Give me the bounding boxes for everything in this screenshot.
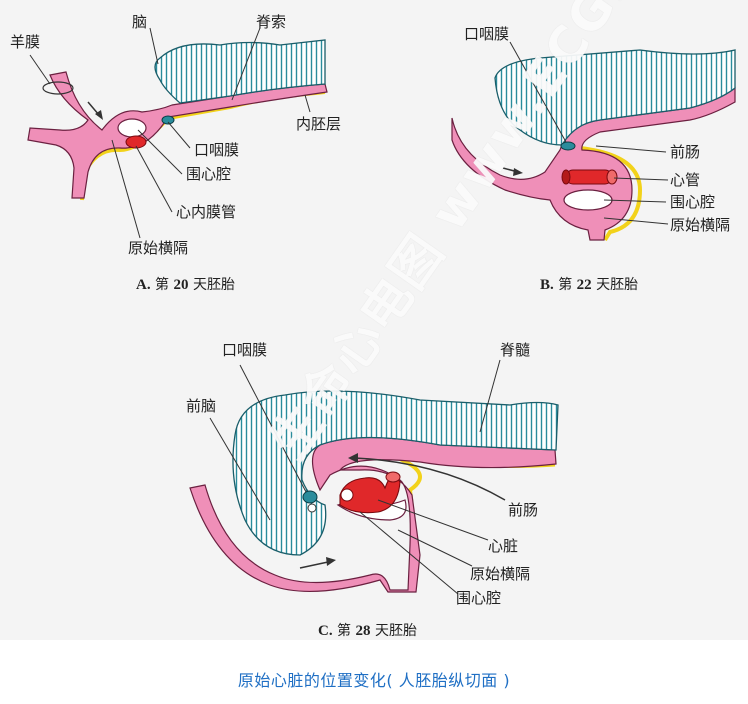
caption-a-post: 天胚胎 bbox=[192, 277, 235, 293]
label-septum-transversum-a: 原始横隔 bbox=[128, 239, 189, 257]
endocardial-tube bbox=[125, 135, 147, 149]
caption-a-letter: A. bbox=[136, 277, 151, 293]
amnion-ring bbox=[42, 81, 74, 95]
label-septum-transversum-c: 原始横隔 bbox=[470, 565, 531, 583]
forebrain-spinal-tube bbox=[232, 390, 559, 556]
oropharyngeal-membrane bbox=[302, 490, 318, 504]
caption-b: B. 第 22 天胚胎 bbox=[540, 274, 638, 294]
caption-b-num: 22 bbox=[576, 277, 592, 293]
label-foregut-b: 前肠 bbox=[670, 143, 701, 161]
label-pericardial-cavity-b: 围心腔 bbox=[670, 193, 716, 211]
label-foregut-c: 前肠 bbox=[508, 501, 539, 519]
caption-c: C. 第 28 天胚胎 bbox=[318, 620, 417, 640]
label-pericardial-cavity-a: 围心腔 bbox=[186, 165, 232, 183]
label-heart: 心脏 bbox=[488, 537, 519, 555]
label-oropharyngeal-membrane-a: 口咽膜 bbox=[194, 141, 240, 159]
oropharyngeal-membrane bbox=[560, 141, 576, 151]
flow-arrow bbox=[299, 557, 336, 569]
caption-a-pre: 第 bbox=[155, 277, 170, 293]
caption-c-pre: 第 bbox=[337, 623, 352, 639]
panel-a-leaders bbox=[29, 27, 311, 239]
caption-b-letter: B. bbox=[540, 277, 554, 293]
caption-c-num: 28 bbox=[355, 623, 371, 639]
foregut-arrow bbox=[348, 453, 506, 501]
label-forebrain: 前脑 bbox=[186, 397, 217, 415]
label-endocardial-tube: 心内膜管 bbox=[176, 203, 237, 221]
panel-c-leaders bbox=[209, 359, 501, 595]
panel-b-leaders bbox=[509, 41, 669, 225]
label-oropharyngeal-membrane-b: 口咽膜 bbox=[464, 25, 510, 43]
embryo-sections-drawing bbox=[27, 27, 736, 595]
flow-arrow bbox=[502, 167, 523, 176]
label-oropharyngeal-membrane-c: 口咽膜 bbox=[222, 341, 268, 359]
embryo-tissue bbox=[451, 86, 736, 241]
caption-c-post: 天胚胎 bbox=[374, 623, 417, 639]
panel-b-drawing bbox=[451, 41, 736, 242]
label-heart-tube: 心管 bbox=[670, 171, 701, 189]
label-brain: 脑 bbox=[132, 13, 148, 31]
caption-a-num: 20 bbox=[173, 277, 189, 293]
endoderm-layer bbox=[338, 449, 422, 591]
endoderm-layer bbox=[579, 146, 643, 242]
label-septum-transversum-b: 原始横隔 bbox=[670, 216, 731, 234]
oral-opening bbox=[307, 503, 317, 513]
flow-arrow bbox=[87, 101, 103, 120]
label-amnion: 羊膜 bbox=[10, 33, 41, 51]
label-spinal-marrow: 脊髓 bbox=[500, 341, 531, 359]
caption-c-letter: C. bbox=[318, 623, 333, 639]
caption-b-pre: 第 bbox=[558, 277, 573, 293]
brain-neural-tube bbox=[154, 39, 326, 104]
figure-title: 原始心脏的位置变化( 人胚胎纵切面 ) bbox=[237, 671, 511, 690]
neural-tube bbox=[494, 49, 736, 146]
panel-c-drawing bbox=[189, 359, 559, 595]
panel-a-drawing bbox=[27, 27, 328, 239]
heart-tube bbox=[561, 169, 618, 185]
caption-b-post: 天胚胎 bbox=[596, 277, 639, 293]
label-endoderm: 内胚层 bbox=[296, 115, 342, 133]
embryo-tissue bbox=[27, 71, 328, 199]
label-spinal-cord: 脊索 bbox=[256, 13, 287, 31]
label-pericardial-cavity-c: 围心腔 bbox=[456, 589, 502, 607]
oropharyngeal-membrane bbox=[161, 115, 175, 125]
caption-a: A. 第 20 天胚胎 bbox=[136, 274, 235, 294]
